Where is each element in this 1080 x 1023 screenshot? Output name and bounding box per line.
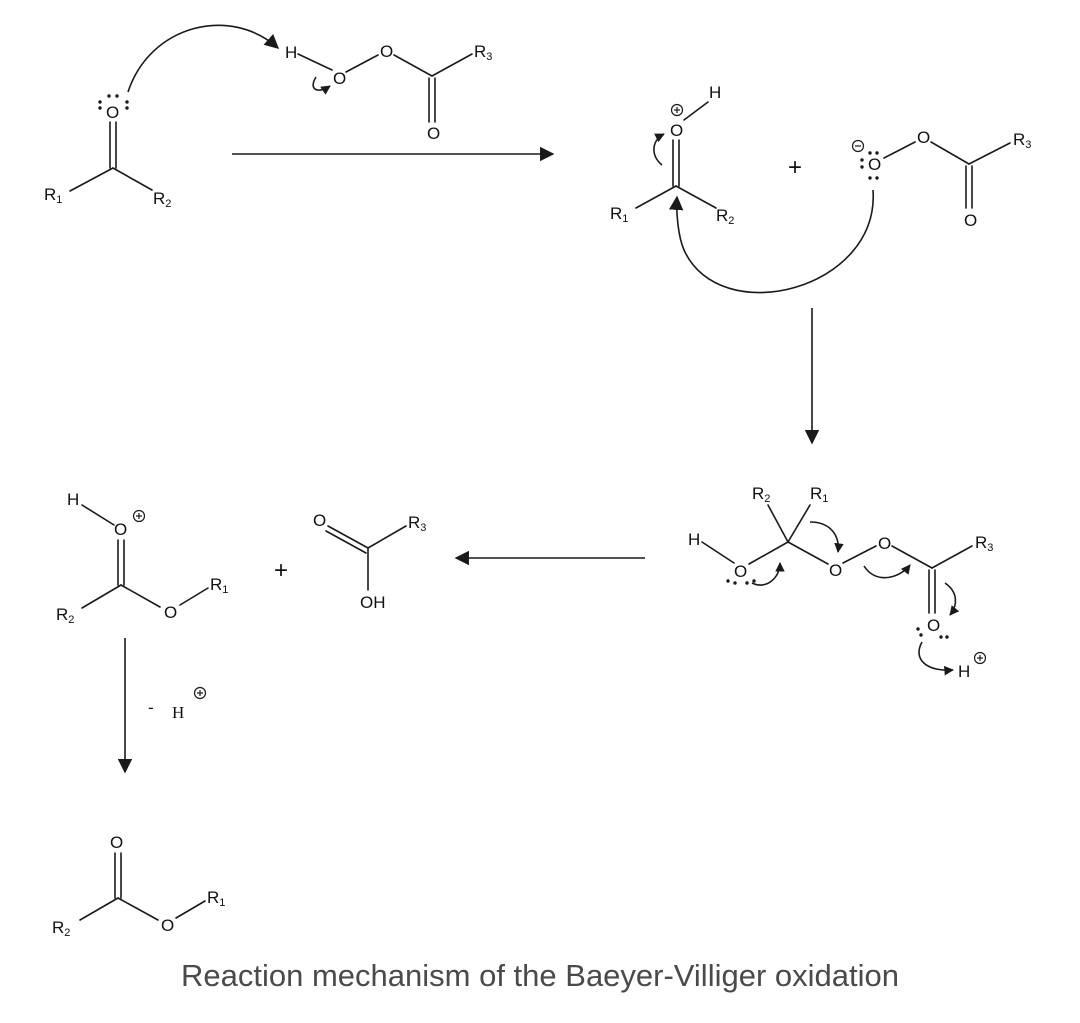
- criegee-r2-label: R2: [752, 484, 770, 505]
- product-r1-label: R1: [207, 888, 225, 909]
- circled-minus-icon: [851, 139, 865, 153]
- anion-oxygen: O: [868, 155, 881, 174]
- ketone-r1-label: R1: [44, 185, 62, 206]
- plus-sign-1: +: [788, 154, 802, 181]
- peracid-hydrogen: H: [285, 43, 297, 62]
- criegee-r1-label: R1: [810, 484, 828, 505]
- deprotonation-proton: H: [172, 703, 184, 722]
- criegee-peroxy-o1: O: [829, 561, 842, 580]
- deprotonation-minus: -: [148, 698, 154, 717]
- acid-carbonyl-oxygen: O: [313, 511, 326, 530]
- curly-arrow-nucleophilic-attack: [668, 189, 874, 294]
- product-r2-label: R2: [52, 918, 70, 939]
- product-carbonyl-oxygen: O: [110, 833, 123, 852]
- ketone-molecule: O R1 R2: [44, 94, 171, 210]
- acid-r3-label: R3: [408, 513, 426, 534]
- curly-arrow-oo-cleavage: [863, 564, 911, 579]
- anion-carbonyl-oxygen: O: [964, 211, 977, 230]
- criegee-intermediate-molecule: H O R2 R1 O O R3 O H: [688, 484, 993, 681]
- carboxylic-acid-molecule: O R3 OH: [313, 511, 426, 612]
- circled-plus-icon: [670, 103, 684, 117]
- diagram-caption: Reaction mechanism of the Baeyer-Villige…: [181, 958, 899, 993]
- plus-sign-2: +: [274, 557, 288, 584]
- deprotonation-label: - H: [148, 686, 207, 722]
- criegee-hydroxyl-oxygen: O: [734, 562, 747, 581]
- protonated-oxygen: O: [670, 121, 683, 140]
- circled-plus-icon: [132, 509, 146, 523]
- curly-arrow-oh-to-carbon: [751, 562, 785, 586]
- protonated-r1-label: R1: [610, 204, 628, 225]
- curly-arrow-proton-capture: [918, 641, 954, 676]
- acid-hydroxyl: OH: [360, 593, 386, 612]
- anion-o2: O: [917, 128, 930, 147]
- criegee-r3-label: R3: [975, 533, 993, 554]
- peroxy-anion-molecule: O O O R3: [851, 128, 1031, 230]
- ester-protonated-oxygen: O: [114, 520, 127, 539]
- protonated-ester-molecule: H O R2 O R1: [56, 490, 228, 626]
- peracid-o1: O: [333, 69, 346, 88]
- criegee-peroxy-o2: O: [878, 534, 891, 553]
- ketone-r2-label: R2: [153, 189, 171, 210]
- curly-arrow-pi-bond: [653, 133, 665, 166]
- protonated-hydrogen: H: [709, 83, 721, 102]
- peracid-carbonyl-oxygen: O: [427, 124, 440, 143]
- ester-alkoxy-oxygen: O: [164, 603, 177, 622]
- criegee-hydrogen: H: [688, 530, 700, 549]
- criegee-carbonyl-oxygen: O: [927, 616, 940, 635]
- ester-r1-label: R1: [210, 575, 228, 596]
- circled-plus-icon: [973, 651, 987, 665]
- released-proton: H: [958, 662, 970, 681]
- curly-arrow-migration: [809, 521, 844, 553]
- peroxyacid-molecule: H O O O R3: [285, 42, 492, 143]
- protonated-ketone-molecule: O H R1 R2: [610, 83, 734, 227]
- ketone-oxygen: O: [106, 103, 119, 122]
- peracid-o2: O: [380, 42, 393, 61]
- anion-r3-label: R3: [1013, 130, 1031, 151]
- peracid-r3-label: R3: [474, 42, 492, 63]
- circled-plus-icon: [193, 686, 207, 700]
- ester-hydroxyl-hydrogen: H: [67, 490, 79, 509]
- curly-arrow-carbonyl-reform: [944, 582, 960, 616]
- ester-r2-label: R2: [56, 605, 74, 626]
- protonated-r2-label: R2: [716, 206, 734, 227]
- product-alkoxy-oxygen: O: [161, 916, 174, 935]
- curly-arrow-oh-bond: [312, 76, 331, 95]
- curly-arrow-lone-pair-to-h: [127, 24, 280, 93]
- ester-product-molecule: O R2 O R1: [52, 833, 225, 939]
